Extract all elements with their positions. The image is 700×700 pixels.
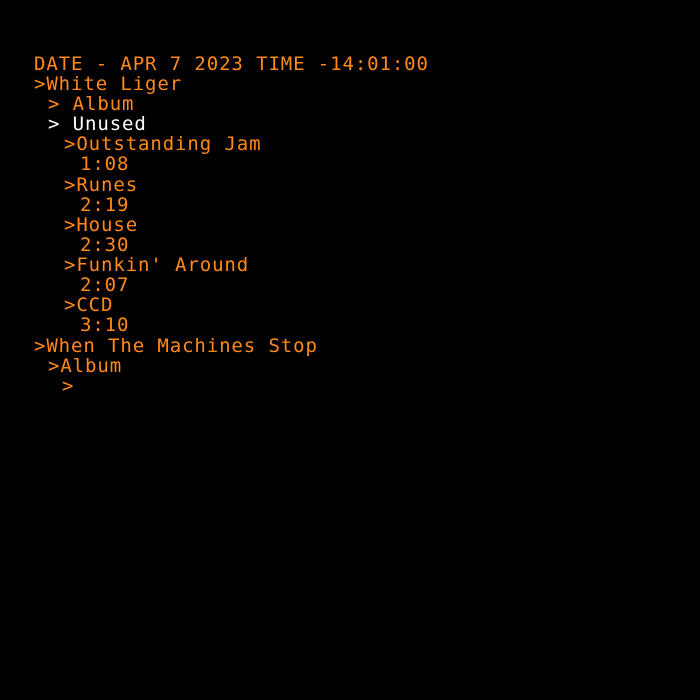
empty-entry-cursor[interactable]: >	[62, 375, 75, 397]
folder-album-2[interactable]: >Album	[48, 355, 123, 377]
track-title[interactable]: >Outstanding Jam	[64, 133, 262, 155]
artist-when-the-machines-stop[interactable]: >When The Machines Stop	[34, 335, 318, 357]
track-duration: 2:19	[80, 194, 130, 216]
track-title[interactable]: >CCD	[64, 294, 114, 316]
track-title[interactable]: >House	[64, 214, 139, 236]
folder-unused-selected[interactable]: > Unused	[48, 113, 147, 135]
track-duration: 1:08	[80, 153, 130, 175]
track-duration: 3:10	[80, 314, 130, 336]
track-title[interactable]: >Funkin' Around	[64, 254, 250, 276]
track-duration: 2:07	[80, 274, 130, 296]
date-time-header: DATE - APR 7 2023 TIME -14:01:00	[34, 53, 429, 75]
track-title[interactable]: >Runes	[64, 174, 139, 196]
artist-white-liger[interactable]: >White Liger	[34, 73, 183, 95]
track-duration: 2:30	[80, 234, 130, 256]
folder-album[interactable]: > Album	[48, 93, 135, 115]
